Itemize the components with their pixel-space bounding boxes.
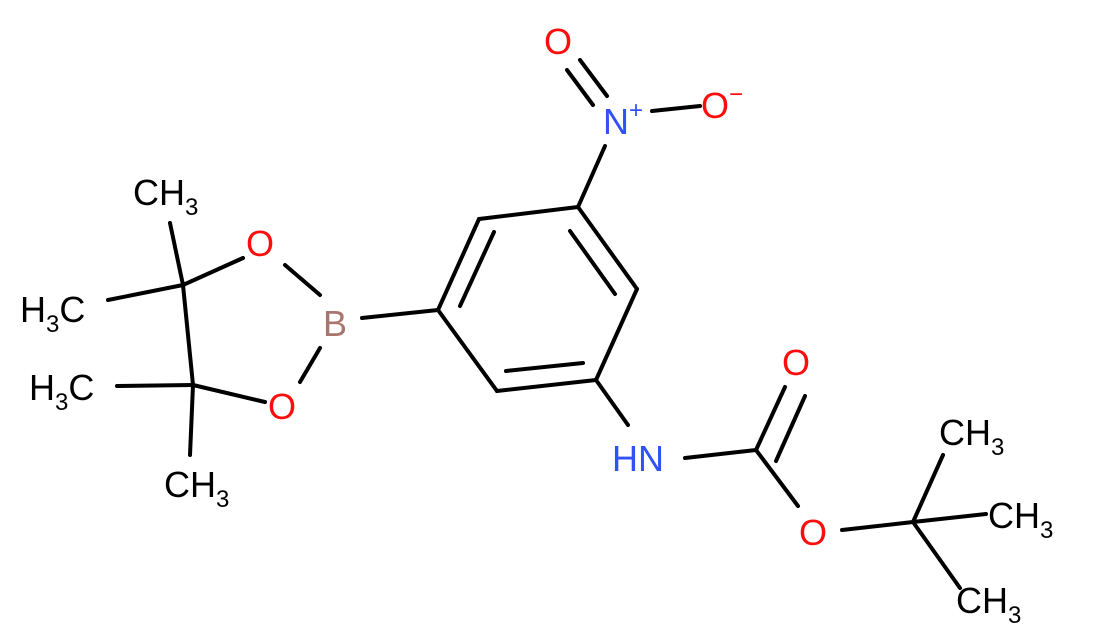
bond-nitro-o-double-a <box>578 58 609 98</box>
bond-ring-3-inner <box>504 361 585 373</box>
atom-ring-o-top: O <box>246 223 274 264</box>
atom-ester-o: O <box>799 512 827 553</box>
bond-o-bottom-c <box>191 383 267 404</box>
bonds <box>106 58 988 590</box>
bond-ring-nitro <box>576 144 607 209</box>
bond-ring-5 <box>436 217 481 312</box>
bond-o-tbu <box>840 520 915 532</box>
bond-tbu-me-top <box>911 453 945 524</box>
bond-o-top-c <box>181 256 245 287</box>
atom-me-bottom: CH3 <box>164 464 229 513</box>
atom-tbu-right: CH3 <box>988 495 1053 544</box>
atom-nitro-o-minus: O− <box>701 81 743 126</box>
bond-ring-nh <box>594 378 630 427</box>
atom-me-top: CH3 <box>133 172 198 221</box>
bond-ring-1 <box>576 205 639 291</box>
bond-c-o-double-a <box>754 385 787 452</box>
bond-ring-5-inner <box>458 230 496 308</box>
bond-ring-3 <box>495 378 598 393</box>
bond-c-c-ring <box>181 283 195 387</box>
atom-nitro-o-top: O <box>544 21 572 62</box>
bond-ring-1-inner <box>568 229 617 296</box>
atom-boron: B <box>323 303 347 344</box>
atom-tbu-bottom: CH3 <box>956 580 1021 629</box>
bond-ring-2 <box>594 287 639 382</box>
atom-carbonyl-o: O <box>782 342 810 383</box>
bond-c-me-bottom <box>188 383 195 457</box>
bond-c-me-left-upper <box>106 283 185 302</box>
bond-ring-boron <box>360 308 440 320</box>
bond-c-me-top <box>168 221 185 287</box>
atom-tbu-top: CH3 <box>939 412 1004 461</box>
atom-nh: HN <box>612 438 664 479</box>
bond-c-o-double-b <box>774 394 807 463</box>
bond-c-o-ester <box>754 448 800 508</box>
bond-tbu-me-bottom <box>911 520 962 590</box>
bond-boron-o-top <box>283 263 322 297</box>
bond-c-me-left-lower <box>115 383 195 388</box>
atom-me-left-lower: H3C <box>29 367 94 416</box>
bond-boron-o-bottom <box>298 346 322 384</box>
atom-nitro-n: N+ <box>603 97 643 142</box>
bond-nitro-o-double-b <box>565 68 595 107</box>
atom-ring-o-bottom: O <box>268 386 296 427</box>
bond-tbu-me-right <box>911 512 988 524</box>
atom-me-left-upper: H3C <box>20 289 85 338</box>
bond-nh-c <box>683 448 758 460</box>
bond-ring-4 <box>436 308 499 393</box>
bond-ring-6 <box>477 205 580 221</box>
atom-labels: O N+ O− B O O CH3 H3C H3C CH3 O HN O CH3… <box>20 21 1053 629</box>
bond-nitro-o-single <box>650 104 702 113</box>
